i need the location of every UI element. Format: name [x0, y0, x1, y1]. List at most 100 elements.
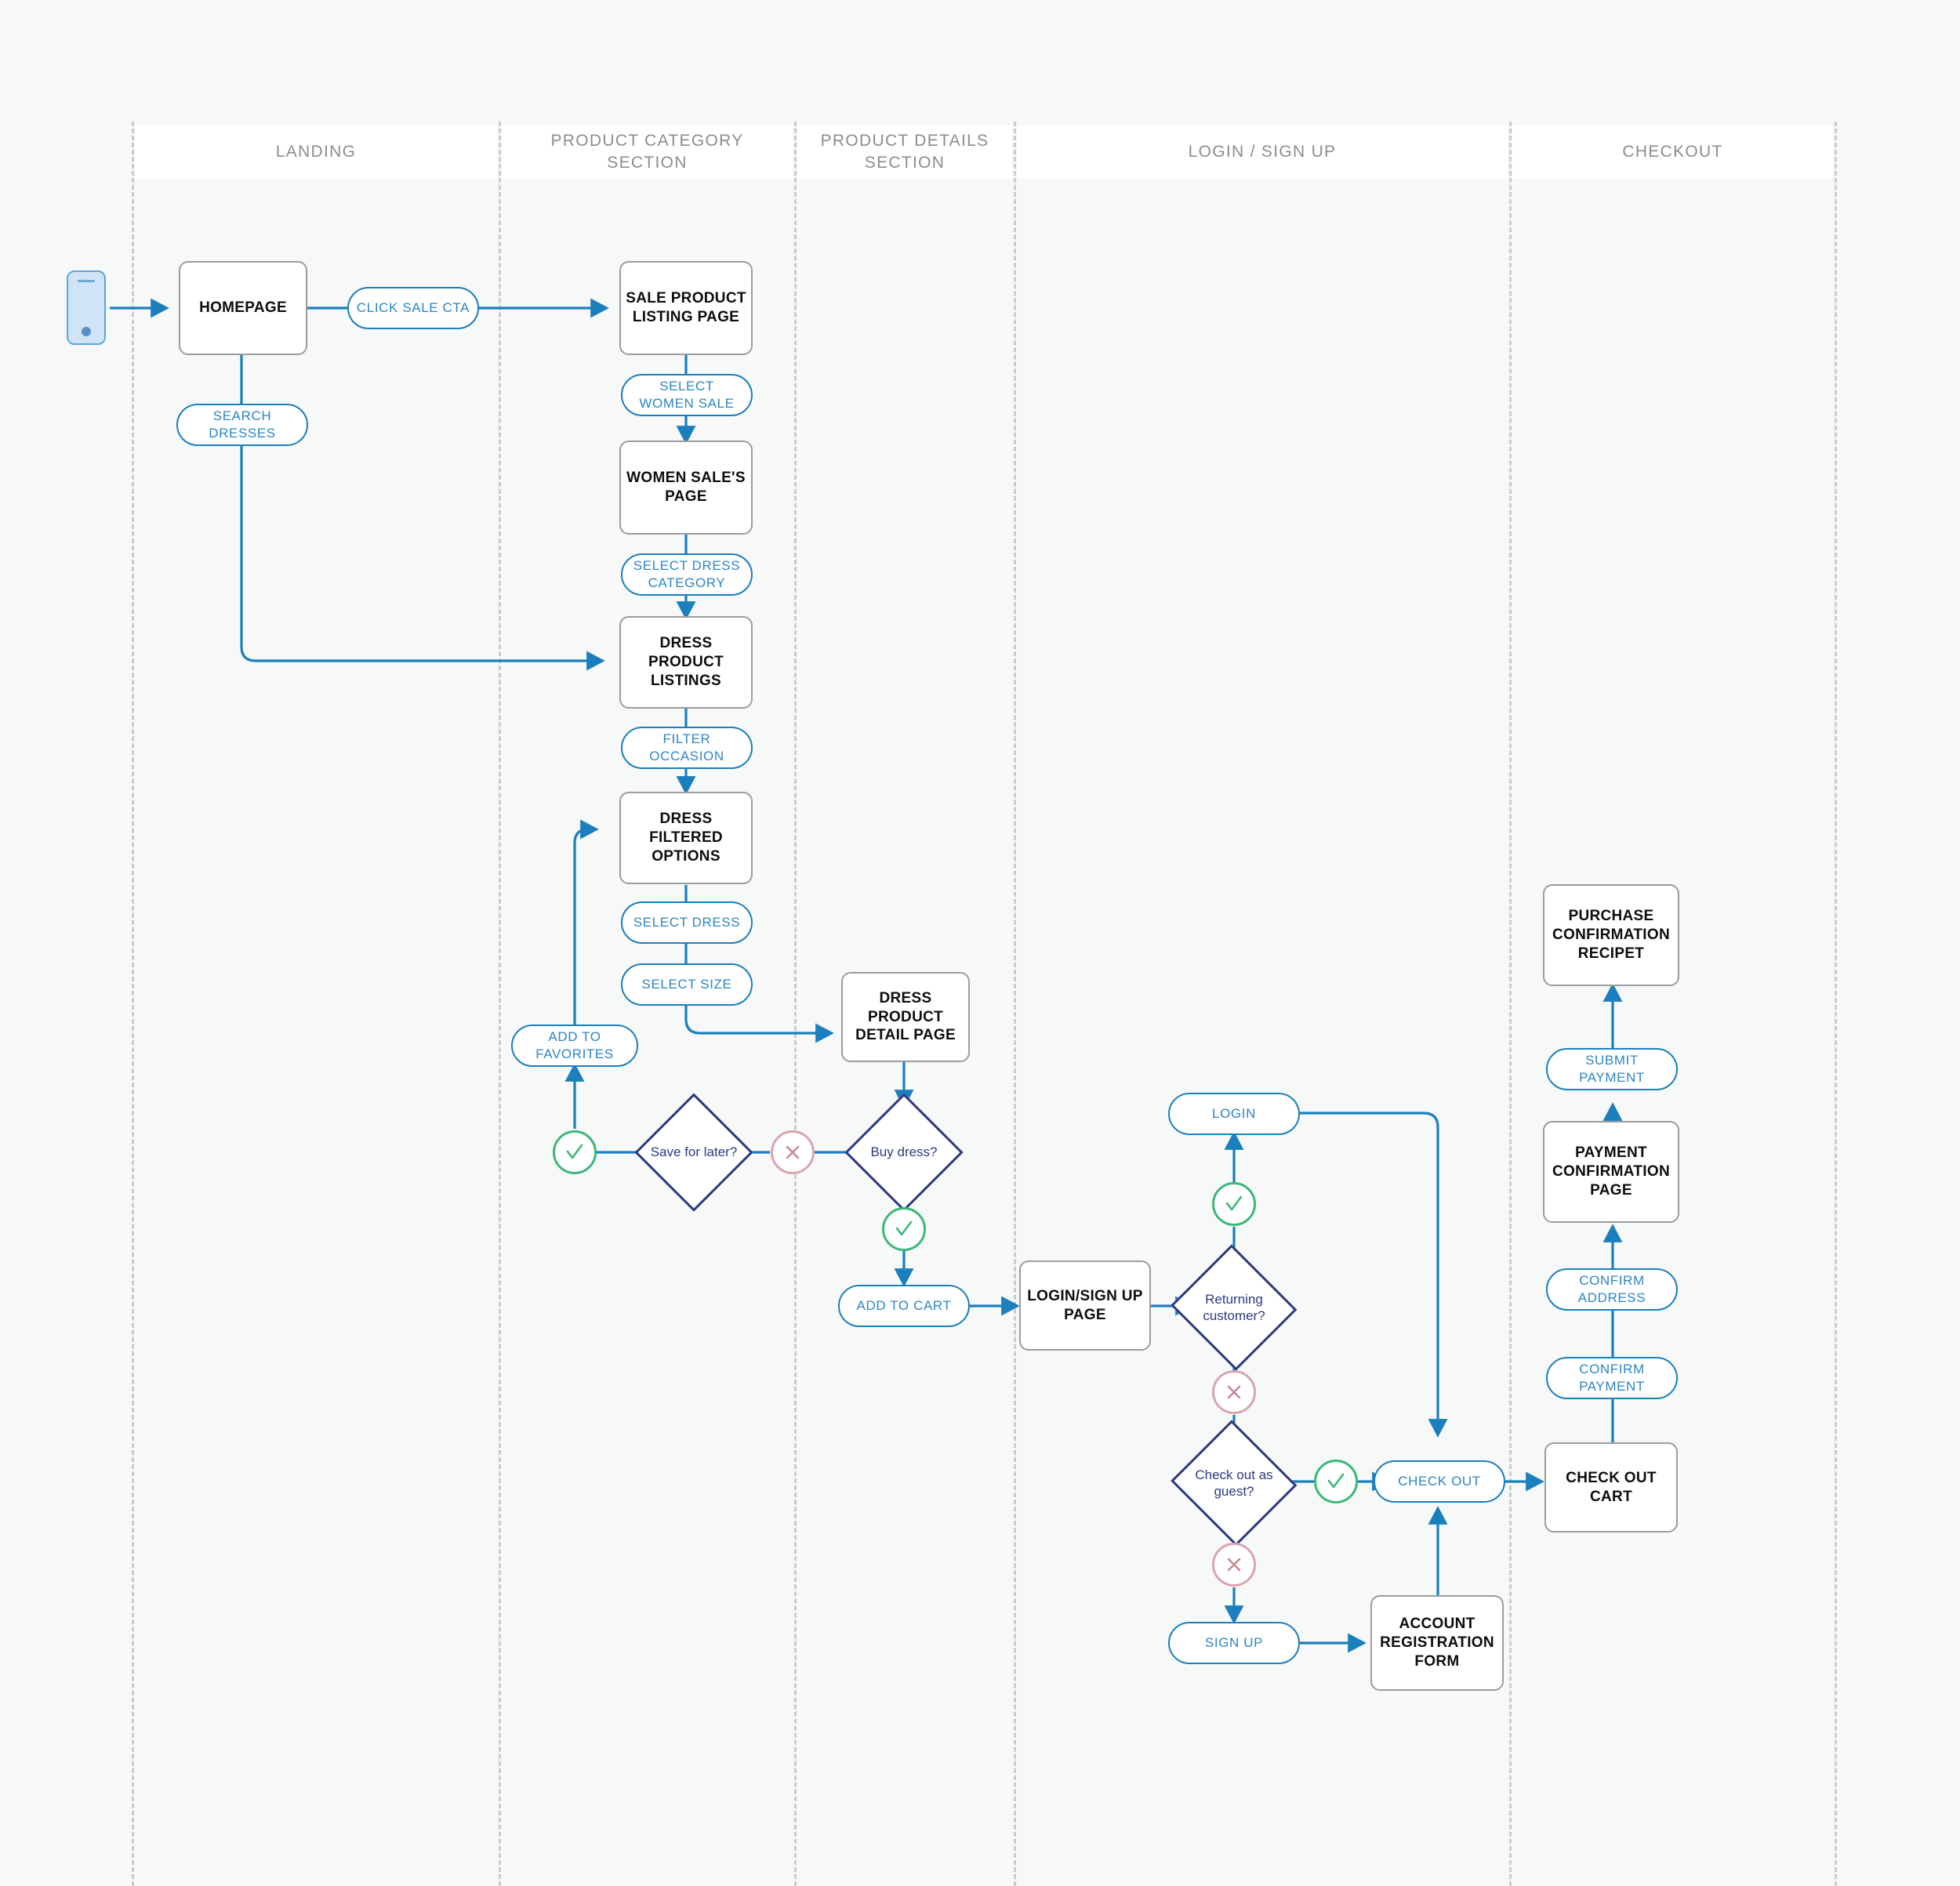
- node-buy-dress[interactable]: Buy dress?: [844, 1093, 964, 1212]
- node-label-line2: DETAIL PAGE: [855, 1027, 956, 1044]
- node-label-line1: SALE PRODUCT: [626, 290, 746, 307]
- node-label: PURCHASE CONFIRMATION RECIPET: [1552, 907, 1670, 963]
- node-login-signup-page[interactable]: LOGIN/SIGN UP PAGE: [1019, 1260, 1151, 1351]
- node-add-to-cart[interactable]: ADD TO CART: [838, 1285, 970, 1327]
- node-label: DRESS PRODUCT LISTINGS: [621, 634, 751, 690]
- node-label-line1: Check out as: [1195, 1467, 1273, 1482]
- node-sign-up[interactable]: SIGN UP: [1168, 1622, 1300, 1664]
- node-label: CLICK SALE CTA: [356, 299, 470, 315]
- marker-returning-customer-yes: [1212, 1182, 1256, 1226]
- node-submit-payment[interactable]: SUBMIT PAYMENT: [1546, 1048, 1678, 1090]
- node-label-line2: ADDRESS: [1577, 1290, 1646, 1305]
- check-icon: [1327, 1473, 1345, 1489]
- marker-check-out-as-guest-no: [1212, 1543, 1256, 1587]
- node-click-sale-cta[interactable]: CLICK SALE CTA: [347, 287, 479, 329]
- node-account-registration-form[interactable]: ACCOUNT REGISTRATION FORM: [1370, 1595, 1504, 1691]
- node-women-sales-page[interactable]: WOMEN SALE'S PAGE: [619, 441, 753, 535]
- node-label: SEARCH DRESSES: [209, 408, 275, 442]
- node-label-line3: FORM: [1414, 1652, 1460, 1670]
- node-sale-product-listing-page[interactable]: SALE PRODUCT LISTING PAGE: [619, 261, 753, 355]
- node-label-line1: SEARCH: [212, 408, 272, 423]
- node-purchase-confirmation-recipet[interactable]: PURCHASE CONFIRMATION RECIPET: [1543, 884, 1679, 986]
- node-label: SUBMIT PAYMENT: [1579, 1052, 1645, 1086]
- node-payment-confirmation-page[interactable]: PAYMENT CONFIRMATION PAGE: [1543, 1121, 1679, 1223]
- node-dress-filtered-options[interactable]: DRESS FILTERED OPTIONS: [619, 792, 753, 884]
- node-search-dresses[interactable]: SEARCH DRESSES: [176, 404, 308, 446]
- lane-header-checkout: CHECKOUT: [1512, 125, 1833, 179]
- lane-label-product-details: PRODUCT DETAILS SECTION: [821, 130, 989, 175]
- node-confirm-payment[interactable]: CONFIRM PAYMENT: [1546, 1357, 1678, 1399]
- node-add-to-favorites[interactable]: ADD TO FAVORITES: [511, 1025, 638, 1067]
- cross-icon: [786, 1145, 800, 1159]
- mobile-device-icon: [67, 270, 106, 345]
- node-label: SALE PRODUCT LISTING PAGE: [626, 289, 746, 327]
- node-label: FILTER OCCASION: [649, 731, 724, 765]
- node-label-line1: ACCOUNT: [1399, 1616, 1475, 1633]
- node-label-line1: PAYMENT: [1575, 1144, 1647, 1162]
- lane-label-landing: LANDING: [275, 142, 357, 161]
- lane-label-line2: SECTION: [607, 154, 688, 172]
- node-check-out[interactable]: CHECK OUT: [1374, 1460, 1505, 1503]
- node-label-line1: FILTER: [662, 731, 711, 746]
- lane-header-landing: LANDING: [135, 125, 497, 179]
- device-home-button: [82, 327, 91, 336]
- node-label-line3: RECIPET: [1577, 945, 1645, 962]
- node-label-line1: SUBMIT: [1585, 1052, 1639, 1068]
- node-label: DRESS PRODUCT DETAIL PAGE: [843, 989, 968, 1045]
- node-label-line2: CONFIRMATION: [1552, 927, 1670, 944]
- node-label-line2: LISTING PAGE: [632, 309, 740, 325]
- node-label: ADD TO CART: [856, 1297, 952, 1313]
- node-label: WOMEN SALE'S PAGE: [626, 469, 746, 506]
- node-label: CHECK OUT CART: [1566, 1469, 1657, 1505]
- lane-divider-3: [794, 122, 797, 1886]
- node-select-dress-category[interactable]: SELECT DRESS CATEGORY: [621, 553, 753, 596]
- node-check-out-cart[interactable]: CHECK OUT CART: [1544, 1442, 1678, 1532]
- node-label-line2: CATEGORY: [648, 575, 726, 590]
- lane-header-product-category: PRODUCT CATEGORY SECTION: [502, 125, 793, 179]
- node-label-line2: LISTINGS: [650, 672, 721, 689]
- node-label: DRESS FILTERED OPTIONS: [621, 810, 751, 865]
- node-check-out-as-guest[interactable]: Check out as guest?: [1171, 1420, 1298, 1547]
- device-speaker: [78, 280, 95, 282]
- node-label-line1: PURCHASE: [1568, 908, 1654, 925]
- lane-label-checkout: CHECKOUT: [1622, 142, 1723, 161]
- node-select-women-sale[interactable]: SELECT WOMEN SALE: [621, 374, 753, 416]
- node-dress-product-listings[interactable]: DRESS PRODUCT LISTINGS: [619, 616, 753, 709]
- node-label: SELECT DRESS: [633, 914, 741, 930]
- node-login[interactable]: LOGIN: [1168, 1093, 1300, 1135]
- node-label-line1: SELECT DRESS: [633, 557, 741, 573]
- node-label-line1: LOGIN/SIGN UP: [1027, 1287, 1143, 1304]
- node-label-line2: guest?: [1214, 1484, 1254, 1499]
- marker-check-out-as-guest-yes: [1314, 1460, 1358, 1503]
- marker-save-for-later-yes: [553, 1130, 597, 1174]
- lane-label-login-signup: LOGIN / SIGN UP: [1188, 142, 1337, 161]
- node-label-line2: OCCASION: [649, 749, 724, 763]
- node-select-size[interactable]: SELECT SIZE: [621, 963, 753, 1006]
- check-icon: [566, 1144, 583, 1159]
- lane-label-line1: PRODUCT CATEGORY: [550, 131, 744, 150]
- node-label-line1: DRESS PRODUCT: [867, 989, 944, 1025]
- node-label: LOGIN/SIGN UP PAGE: [1027, 1287, 1142, 1325]
- node-select-dress[interactable]: SELECT DRESS: [621, 901, 753, 944]
- lane-label-line1: PRODUCT DETAILS: [820, 131, 989, 150]
- node-label-line2: PAYMENT: [1579, 1070, 1645, 1085]
- node-filter-occasion[interactable]: FILTER OCCASION: [621, 727, 753, 769]
- node-label-line3: PAGE: [1590, 1181, 1632, 1199]
- node-label: ACCOUNT REGISTRATION FORM: [1380, 1615, 1494, 1670]
- node-dress-product-detail-page[interactable]: DRESS PRODUCT DETAIL PAGE: [841, 972, 970, 1062]
- node-label: Returning customer?: [1203, 1291, 1265, 1325]
- node-label: Save for later?: [650, 1144, 738, 1160]
- node-returning-customer[interactable]: Returning customer?: [1171, 1244, 1298, 1371]
- node-label: Buy dress?: [870, 1144, 938, 1160]
- node-label: PAYMENT CONFIRMATION PAGE: [1552, 1144, 1670, 1199]
- node-label-line2: PAGE: [665, 488, 707, 505]
- node-save-for-later[interactable]: Save for later?: [634, 1093, 753, 1212]
- node-homepage[interactable]: HOMEPAGE: [179, 261, 307, 355]
- node-label-line2: FAVORITES: [535, 1046, 614, 1061]
- node-confirm-address[interactable]: CONFIRM ADDRESS: [1546, 1268, 1678, 1311]
- node-label: CONFIRM PAYMENT: [1579, 1361, 1645, 1395]
- node-label-line2: customer?: [1203, 1308, 1265, 1323]
- node-label-line2: CONFIRMATION: [1552, 1163, 1670, 1181]
- marker-buy-dress-yes: [882, 1207, 926, 1251]
